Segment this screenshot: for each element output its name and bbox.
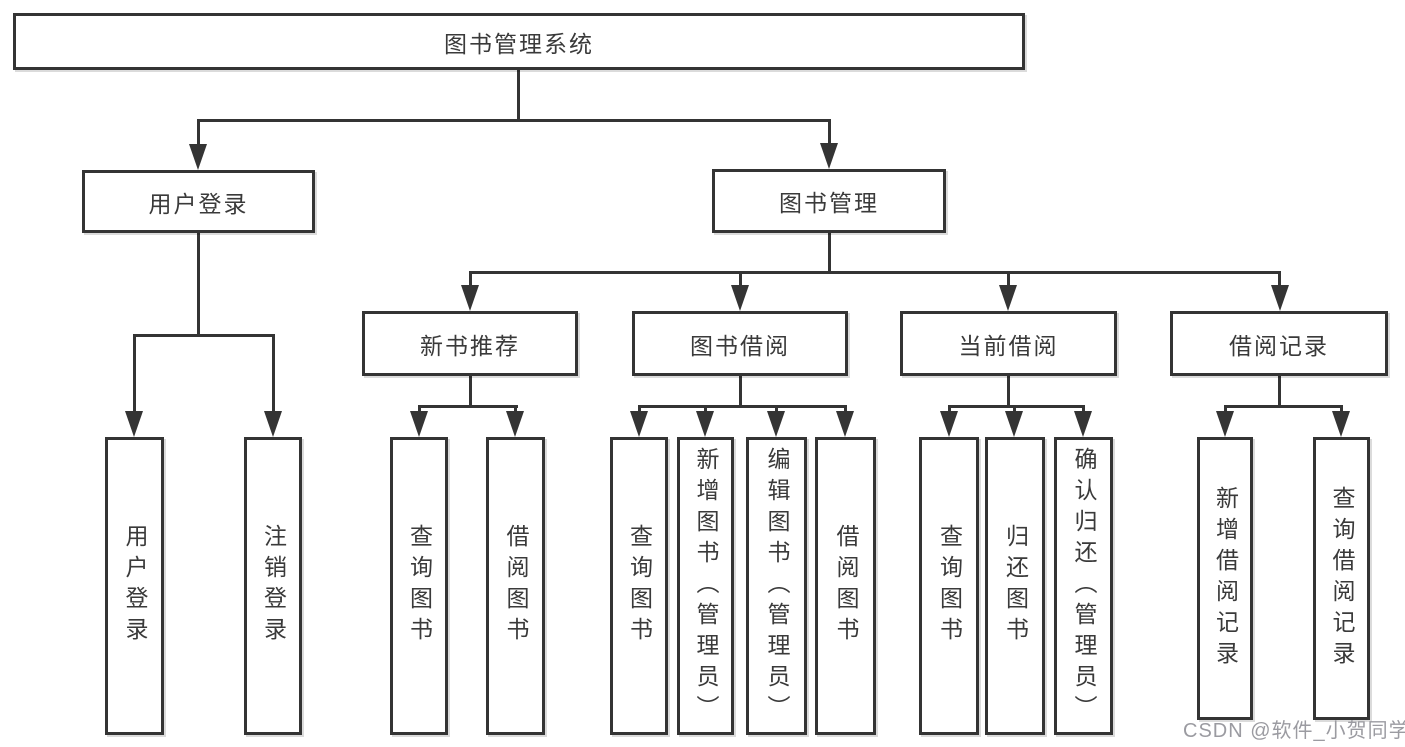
connector-line [739, 376, 742, 407]
arrow-down [731, 285, 749, 311]
node-label: 用户登录 [148, 190, 249, 217]
connector-line [638, 405, 847, 408]
connector-line [1224, 405, 1343, 408]
connector-line [1007, 376, 1010, 407]
connector-line [197, 119, 831, 122]
leaf-edit-book-admin: 编辑图书（管理员） [746, 437, 807, 735]
node-label: 查询借阅记录 [1329, 485, 1355, 672]
arrow-down [410, 411, 428, 437]
node-book-management: 图书管理 [712, 169, 946, 233]
node-label: 查询图书 [626, 524, 653, 648]
arrow-down [630, 411, 648, 437]
node-root: 图书管理系统 [13, 13, 1025, 70]
node-label: 归还图书 [1002, 524, 1029, 648]
arrow-down [461, 285, 479, 311]
leaf-borrow-books-borrowing: 借阅图书 [815, 437, 876, 735]
node-user-login: 用户登录 [82, 170, 315, 233]
node-label: 新书推荐 [420, 332, 520, 359]
connector-line [469, 376, 472, 407]
arrow-down [836, 411, 854, 437]
connector-line [469, 271, 1281, 274]
connector-line [704, 405, 707, 413]
node-label: 借阅图书 [503, 524, 529, 648]
leaf-add-borrow-record: 新增借阅记录 [1197, 437, 1253, 720]
leaf-query-books-current: 查询图书 [919, 437, 979, 735]
connector-line [469, 271, 472, 287]
connector-line [133, 334, 136, 415]
connector-line [844, 405, 847, 413]
connector-line [1278, 376, 1281, 407]
node-label: 图书管理系统 [444, 30, 594, 57]
connector-line [418, 405, 518, 408]
connector-line [775, 405, 778, 413]
connector-line [1013, 405, 1016, 413]
connector-line [197, 119, 200, 147]
leaf-query-books-borrowing: 查询图书 [610, 437, 668, 735]
arrow-down [506, 411, 524, 437]
arrow-down [1271, 285, 1289, 311]
node-label: 注销登录 [260, 524, 287, 648]
leaf-add-book-admin: 新增图书（管理员） [677, 437, 734, 735]
node-book-borrowing: 图书借阅 [632, 311, 848, 376]
node-label: 图书借阅 [690, 332, 790, 359]
leaf-query-borrow-record: 查询借阅记录 [1313, 437, 1370, 720]
connector-line [1224, 405, 1227, 413]
connector-line [1007, 271, 1010, 287]
connector-line [1278, 271, 1281, 287]
connector-line [517, 70, 520, 121]
node-label: 新增借阅记录 [1212, 485, 1239, 672]
connector-line [948, 405, 951, 413]
arrow-down [1074, 411, 1092, 437]
connector-line [638, 405, 641, 413]
connector-line [418, 405, 421, 413]
node-label: 借阅图书 [833, 524, 859, 648]
arrow-down [1005, 411, 1023, 437]
node-new-book-recommend: 新书推荐 [362, 311, 578, 376]
node-label: 用户登录 [122, 524, 148, 648]
node-label: 新增图书（管理员） [693, 446, 719, 726]
connector-line [948, 405, 1085, 408]
arrow-down [767, 411, 785, 437]
node-borrowing-records: 借阅记录 [1170, 311, 1388, 376]
node-label: 查询图书 [936, 524, 963, 648]
connector-line [1340, 405, 1343, 413]
leaf-query-books-recommend: 查询图书 [390, 437, 448, 735]
leaf-borrow-books-recommend: 借阅图书 [486, 437, 545, 735]
connector-line [739, 271, 742, 287]
arrow-down [1332, 411, 1350, 437]
arrow-down [1216, 411, 1234, 437]
connector-line [197, 233, 200, 336]
leaf-user-login: 用户登录 [105, 437, 164, 735]
node-label: 查询图书 [406, 524, 433, 648]
leaf-logout: 注销登录 [244, 437, 302, 735]
node-label: 借阅记录 [1229, 332, 1329, 359]
connector-line [272, 334, 275, 415]
node-label: 确认归还（管理员） [1071, 446, 1097, 726]
arrow-down [940, 411, 958, 437]
node-current-borrowing: 当前借阅 [900, 311, 1117, 376]
leaf-return-book: 归还图书 [985, 437, 1045, 735]
node-label: 当前借阅 [958, 332, 1059, 359]
node-label: 编辑图书（管理员） [764, 446, 790, 726]
arrow-down [189, 144, 207, 170]
arrow-down [696, 411, 714, 437]
connector-line [828, 233, 831, 273]
arrow-down [999, 285, 1017, 311]
arrow-down [125, 411, 143, 437]
arrow-down [820, 143, 838, 169]
leaf-confirm-return-admin: 确认归还（管理员） [1054, 437, 1113, 735]
arrow-down [264, 411, 282, 437]
connector-line [828, 119, 831, 146]
connector-line [1082, 405, 1085, 413]
connector-line [514, 405, 517, 413]
node-label: 图书管理 [779, 190, 879, 216]
csdn-watermark: CSDN @软件_小贺同学 [1183, 720, 1405, 742]
connector-line [133, 334, 275, 337]
